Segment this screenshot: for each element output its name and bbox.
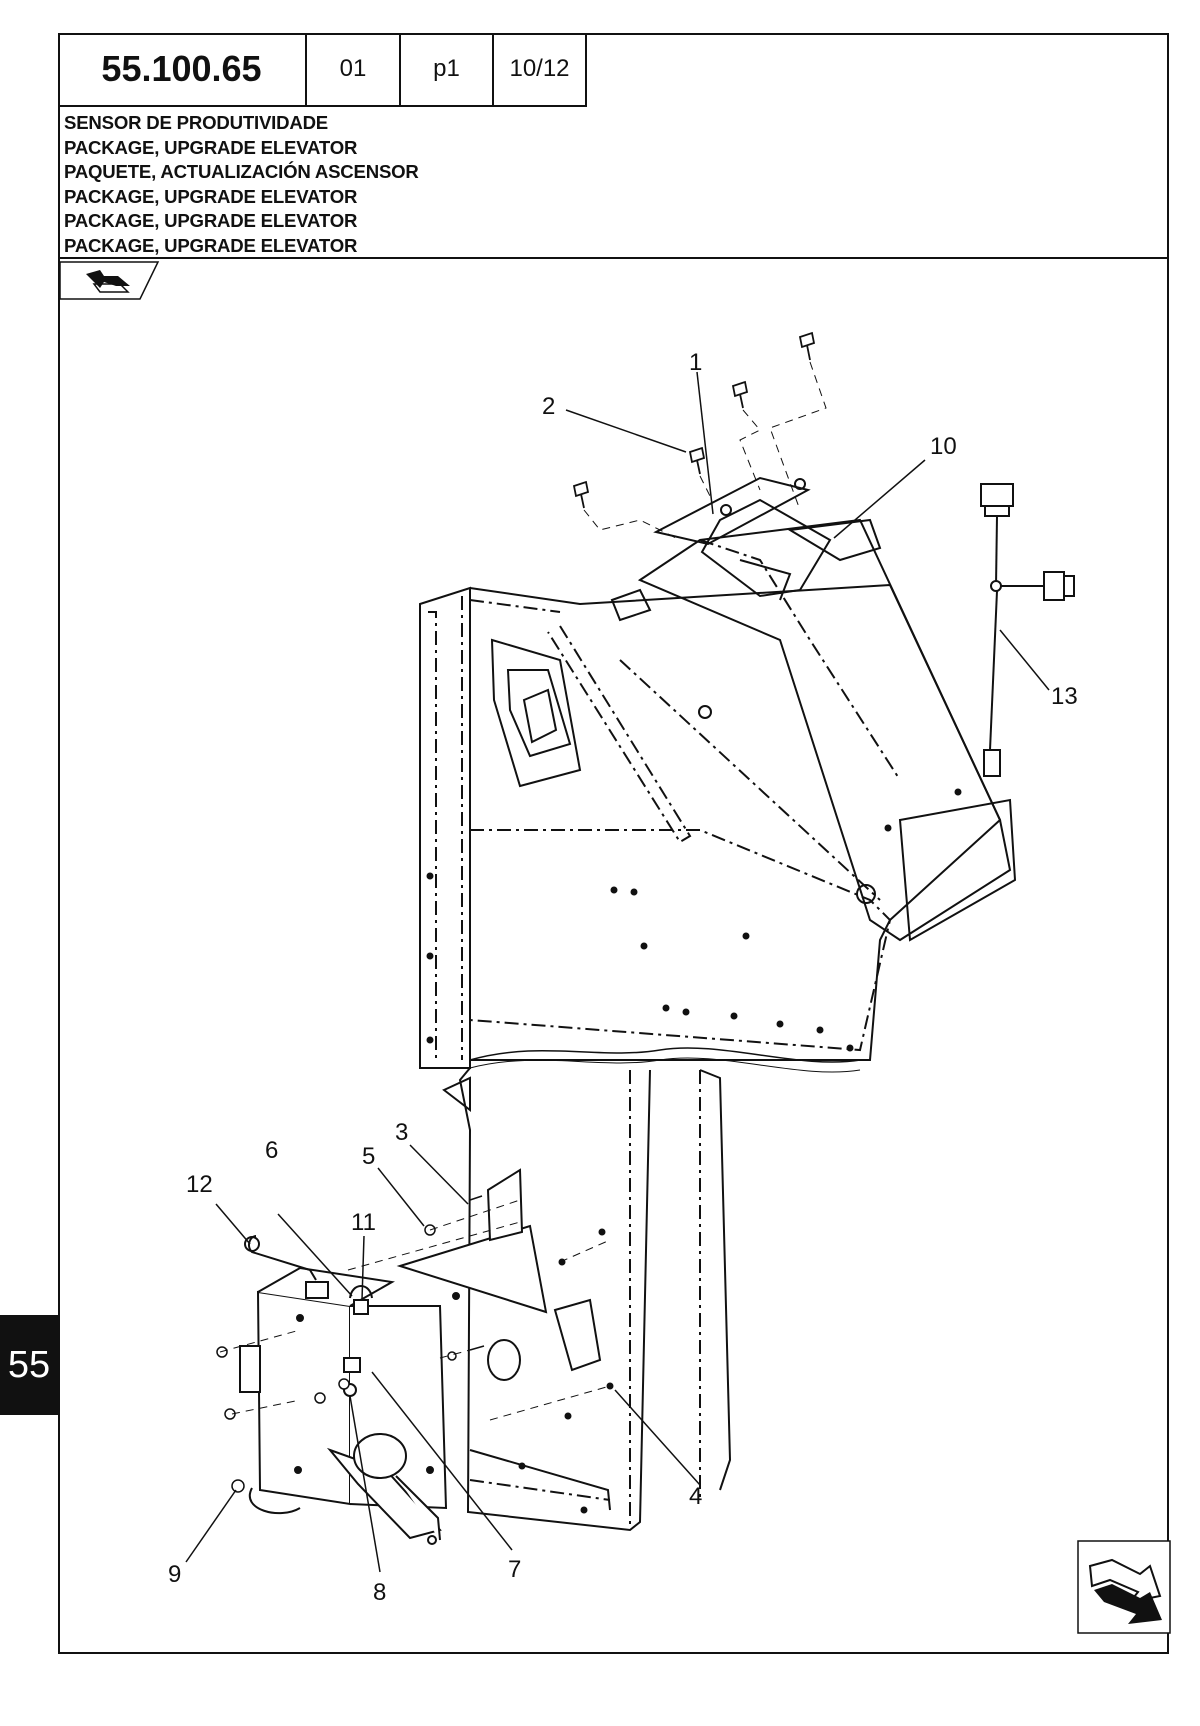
callout-1: 1: [689, 349, 702, 376]
callout-13: 13: [1051, 683, 1078, 710]
title-line: PACKAGE, UPGRADE ELEVATOR: [64, 210, 358, 232]
nut-icon: [314, 1392, 326, 1404]
nut-icon: [338, 1378, 350, 1390]
callout-10: 10: [930, 433, 957, 460]
title-line: PACKAGE, UPGRADE ELEVATOR: [64, 185, 358, 207]
page-number: p1: [401, 33, 494, 107]
wiring-harness: [980, 483, 1075, 777]
bolt-icon: [688, 446, 706, 475]
part-code: 55.100.65: [58, 33, 307, 107]
sensor-mount-bracket: [610, 476, 882, 622]
section-tab: 55: [0, 1315, 58, 1415]
title-line: PAQUETE, ACTUALIZACIÓN ASCENSOR: [64, 161, 419, 183]
callout-leaders: [185, 371, 1050, 1573]
callout-9: 9: [168, 1561, 181, 1588]
nut-icon: [224, 1408, 236, 1420]
title-line: PACKAGE, UPGRADE ELEVATOR: [64, 234, 358, 256]
callout-4: 4: [689, 1483, 702, 1510]
elevator-tube: [442, 1067, 732, 1532]
sheet-number: 10/12: [494, 33, 587, 107]
callout-2: 2: [542, 393, 555, 420]
nut-icon: [231, 1479, 245, 1493]
callout-5: 5: [362, 1143, 375, 1170]
nut-icon: [216, 1346, 228, 1358]
bolt-leader-lines: [583, 361, 827, 541]
title-block: SENSOR DE PRODUTIVIDADE PACKAGE, UPGRADE…: [58, 107, 1169, 259]
nut-icon: [447, 1351, 457, 1361]
bolt-icon: [731, 380, 749, 409]
header-row: 55.100.65 01 p1 10/12: [58, 33, 587, 107]
sensor-cable: [244, 1235, 317, 1281]
callout-6: 6: [265, 1137, 278, 1164]
bolt-icon: [798, 331, 816, 361]
callout-12: 12: [186, 1171, 213, 1198]
callout-8: 8: [373, 1579, 386, 1606]
productivity-sensor-unit: [239, 1266, 448, 1545]
bolt-icon: [572, 480, 590, 509]
previous-arrow-icon[interactable]: [59, 261, 160, 300]
next-arrow-icon[interactable]: [1077, 1540, 1171, 1634]
callout-7: 7: [508, 1556, 521, 1583]
bolts: [572, 331, 816, 509]
alignment-lines: [219, 1199, 611, 1421]
page-frame: [58, 33, 1169, 1654]
title-line: SENSOR DE PRODUTIVIDADE: [64, 112, 329, 133]
elevator-head-assembly: [419, 518, 1017, 1073]
callout-labels: 1 2 3 4 5 6 7 8 9 10 11 12 13: [168, 349, 1078, 1606]
mounting-plate: [396, 1168, 548, 1314]
title-line: PACKAGE, UPGRADE ELEVATOR: [64, 136, 358, 158]
revision-number: 01: [307, 33, 401, 107]
callout-3: 3: [395, 1119, 408, 1146]
callout-11: 11: [351, 1209, 376, 1236]
hardware-nuts: [216, 1195, 485, 1493]
